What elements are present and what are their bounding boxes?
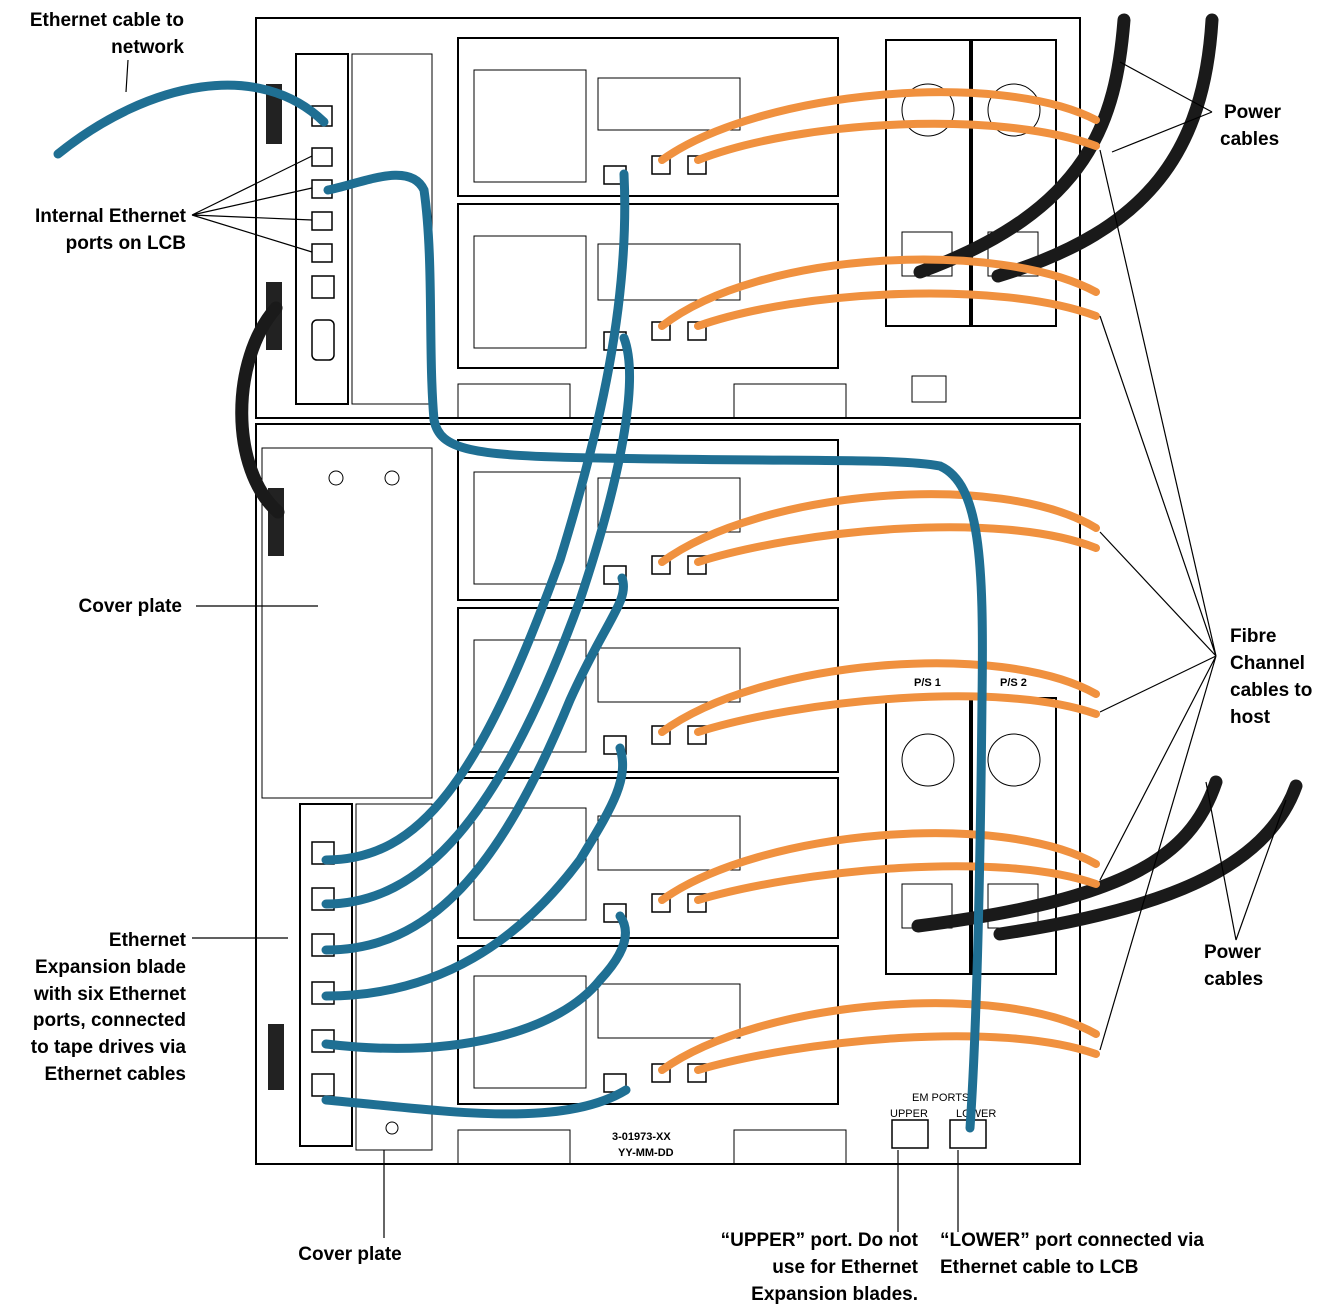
drive-bays bbox=[457, 37, 839, 1105]
em-ports-label: EM PORTS bbox=[912, 1092, 969, 1104]
power-cables-top-label-line2: cables bbox=[1220, 129, 1279, 150]
callout-labels: Ethernet cable to network Internal Ether… bbox=[30, 10, 1313, 1305]
expansion-blade-label-line3: with six Ethernet bbox=[33, 984, 187, 1005]
internal-ports-label-line1: Internal Ethernet bbox=[35, 206, 187, 227]
power-cables bbox=[235, 13, 1303, 941]
expansion-blade-label-line6: Ethernet cables bbox=[45, 1064, 187, 1085]
expansion-blade-label-line4: ports, connected bbox=[33, 1010, 186, 1031]
lower-port-label: LOWER bbox=[956, 1108, 996, 1120]
date-code: YY-MM-DD bbox=[618, 1147, 674, 1159]
cover-plate-left bbox=[261, 447, 433, 799]
leader-lines bbox=[125, 59, 1287, 1238]
upper-port-callout-line3: Expansion blades. bbox=[751, 1284, 918, 1305]
ps2-label: P/S 2 bbox=[1000, 677, 1027, 689]
fibre-channel-label-line1: Fibre bbox=[1230, 626, 1276, 647]
expansion-blade-label-line1: Ethernet bbox=[109, 930, 187, 951]
power-cables-bottom-label-line2: cables bbox=[1204, 969, 1263, 990]
lcb-ethernet-port bbox=[311, 147, 333, 167]
power-cables-top-label-line1: Power bbox=[1224, 102, 1282, 123]
lower-port-callout-line1: “LOWER” port connected via bbox=[940, 1230, 1204, 1251]
power-cables-bottom-label-line1: Power bbox=[1204, 942, 1262, 963]
ps1-label: P/S 1 bbox=[914, 677, 941, 689]
ethernet-to-network-label-line1: Ethernet cable to bbox=[30, 10, 184, 31]
internal-ports-label-line2: ports on LCB bbox=[66, 233, 186, 254]
lower-port-callout-line2: Ethernet cable to LCB bbox=[940, 1257, 1138, 1278]
ethernet-to-network-label-line2: network bbox=[111, 37, 184, 58]
em-port-upper bbox=[891, 1119, 929, 1149]
lcb-ethernet-port bbox=[311, 211, 333, 231]
upper-port-label: UPPER bbox=[890, 1108, 928, 1120]
expansion-blade-label-line5: to tape drives via bbox=[31, 1037, 187, 1058]
fibre-channel-label-line4: host bbox=[1230, 707, 1271, 728]
upper-port-callout-line2: use for Ethernet bbox=[772, 1257, 918, 1278]
lcb-ethernet-port bbox=[311, 243, 333, 263]
cover-plate-bottom-label: Cover plate bbox=[298, 1244, 401, 1265]
fibre-channel-label-line3: cables to bbox=[1230, 680, 1312, 701]
ethernet-expansion-blade bbox=[299, 803, 353, 1147]
lcb-module bbox=[295, 53, 349, 405]
upper-port-callout-line1: “UPPER” port. Do not bbox=[721, 1230, 919, 1251]
fibre-channel-label-line2: Channel bbox=[1230, 653, 1305, 674]
ethernet-cables bbox=[53, 80, 987, 1133]
cover-plate-left-label: Cover plate bbox=[79, 596, 182, 617]
part-number: 3-01973-XX bbox=[612, 1131, 671, 1143]
expansion-blade-label-line2: Expansion blade bbox=[35, 957, 186, 978]
fibre-channel-cables bbox=[658, 88, 1100, 1074]
